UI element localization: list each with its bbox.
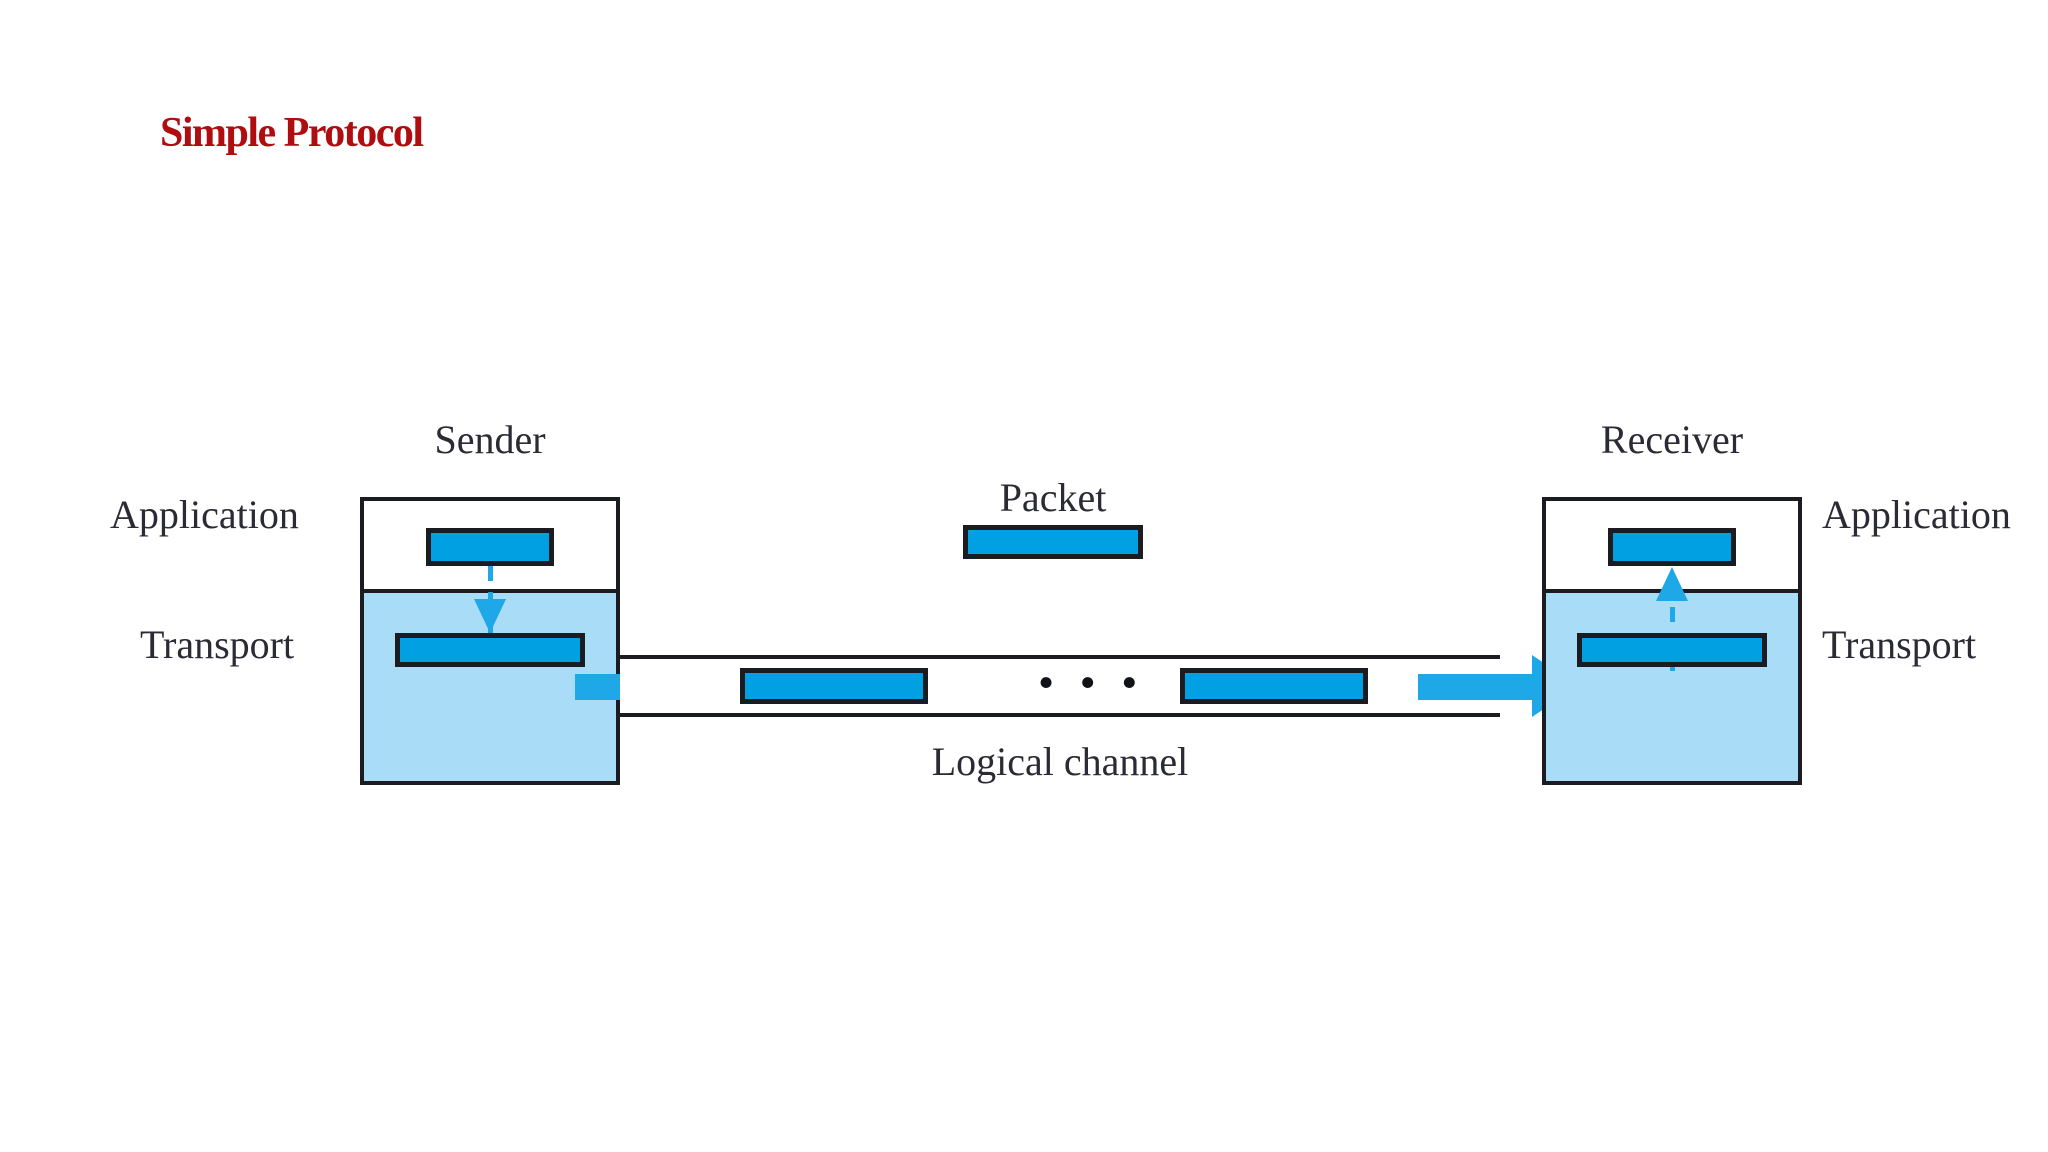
- sender-transport-packet[interactable]: [395, 633, 585, 667]
- channel-packet-1[interactable]: [740, 668, 928, 704]
- left-label-application: Application: [110, 492, 299, 537]
- sender-heading: Sender: [434, 417, 546, 462]
- sender-internal-arrowhead-down-icon: [474, 599, 506, 633]
- right-label-transport: Transport: [1822, 622, 1977, 667]
- channel-packet-2[interactable]: [1180, 668, 1368, 704]
- receiver-internal-arrowhead-up-icon: [1656, 567, 1688, 601]
- sender-application-packet[interactable]: [426, 528, 554, 566]
- logical-channel-label: Logical channel: [931, 739, 1189, 784]
- receiver-internal-dashed-line: [1670, 581, 1675, 671]
- receiver-heading: Receiver: [1600, 417, 1744, 462]
- packet-callout-bar: [963, 525, 1143, 559]
- receiver-application-packet[interactable]: [1608, 528, 1736, 566]
- sender-host-box[interactable]: [360, 497, 626, 791]
- left-label-transport: Transport: [140, 622, 295, 667]
- channel-ellipsis: • • •: [1038, 656, 1145, 708]
- receiver-transport-packet[interactable]: [1577, 633, 1767, 667]
- receiver-host-box[interactable]: [1542, 497, 1808, 791]
- packet-callout-label: Packet: [999, 475, 1107, 520]
- page-title: Simple Protocol: [160, 110, 424, 156]
- logical-channel: • • •: [620, 655, 1500, 717]
- arrow-shaft: [1418, 674, 1534, 700]
- right-label-application: Application: [1822, 492, 2011, 537]
